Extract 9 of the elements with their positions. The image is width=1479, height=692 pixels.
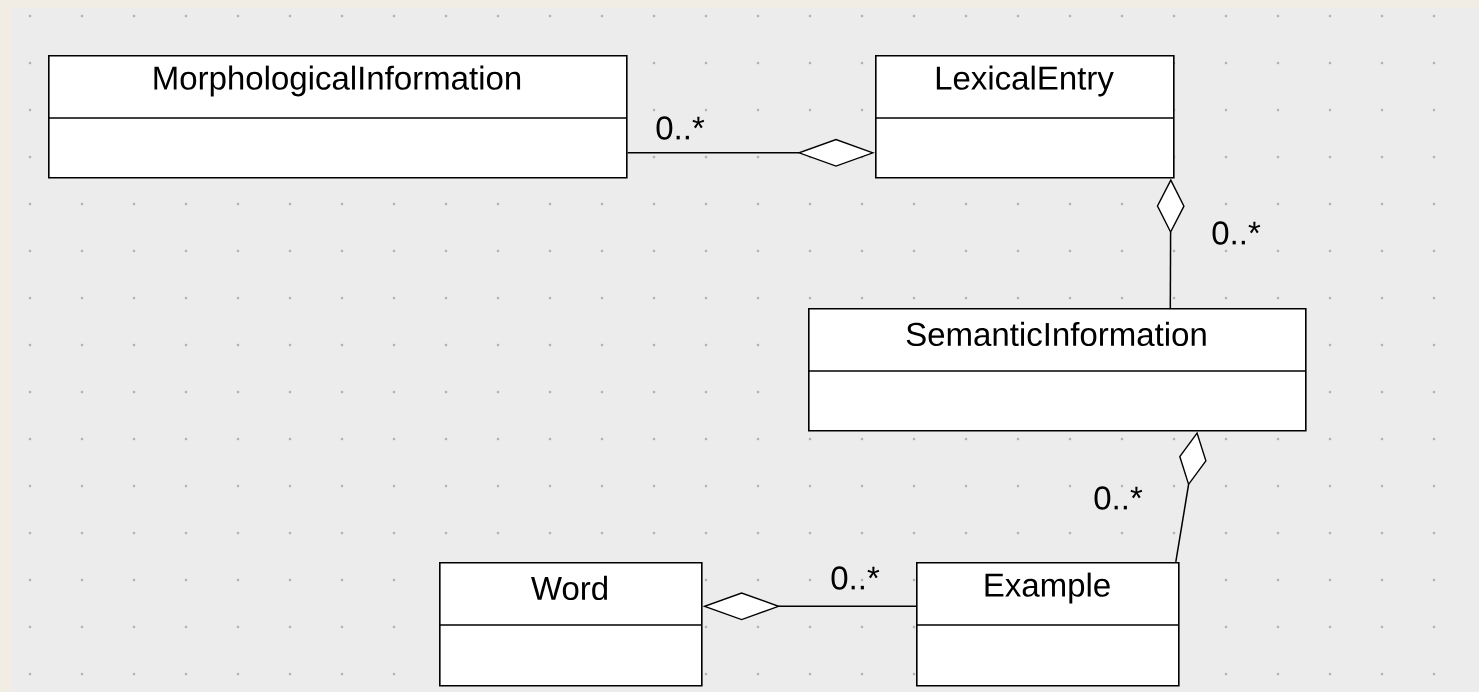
class-box: LexicalEntry — [874, 55, 1175, 179]
class-box: SemanticInformation — [807, 308, 1307, 432]
class-box: MorphologicalInformation — [47, 55, 628, 179]
multiplicity-label: 0..* — [1212, 221, 1261, 245]
class-box: Example — [915, 562, 1180, 687]
class-box: Word — [438, 562, 703, 687]
multiplicity-label: 0..* — [656, 116, 705, 140]
multiplicity-label: 0..* — [1094, 486, 1143, 510]
multiplicity-label: 0..* — [831, 566, 880, 590]
